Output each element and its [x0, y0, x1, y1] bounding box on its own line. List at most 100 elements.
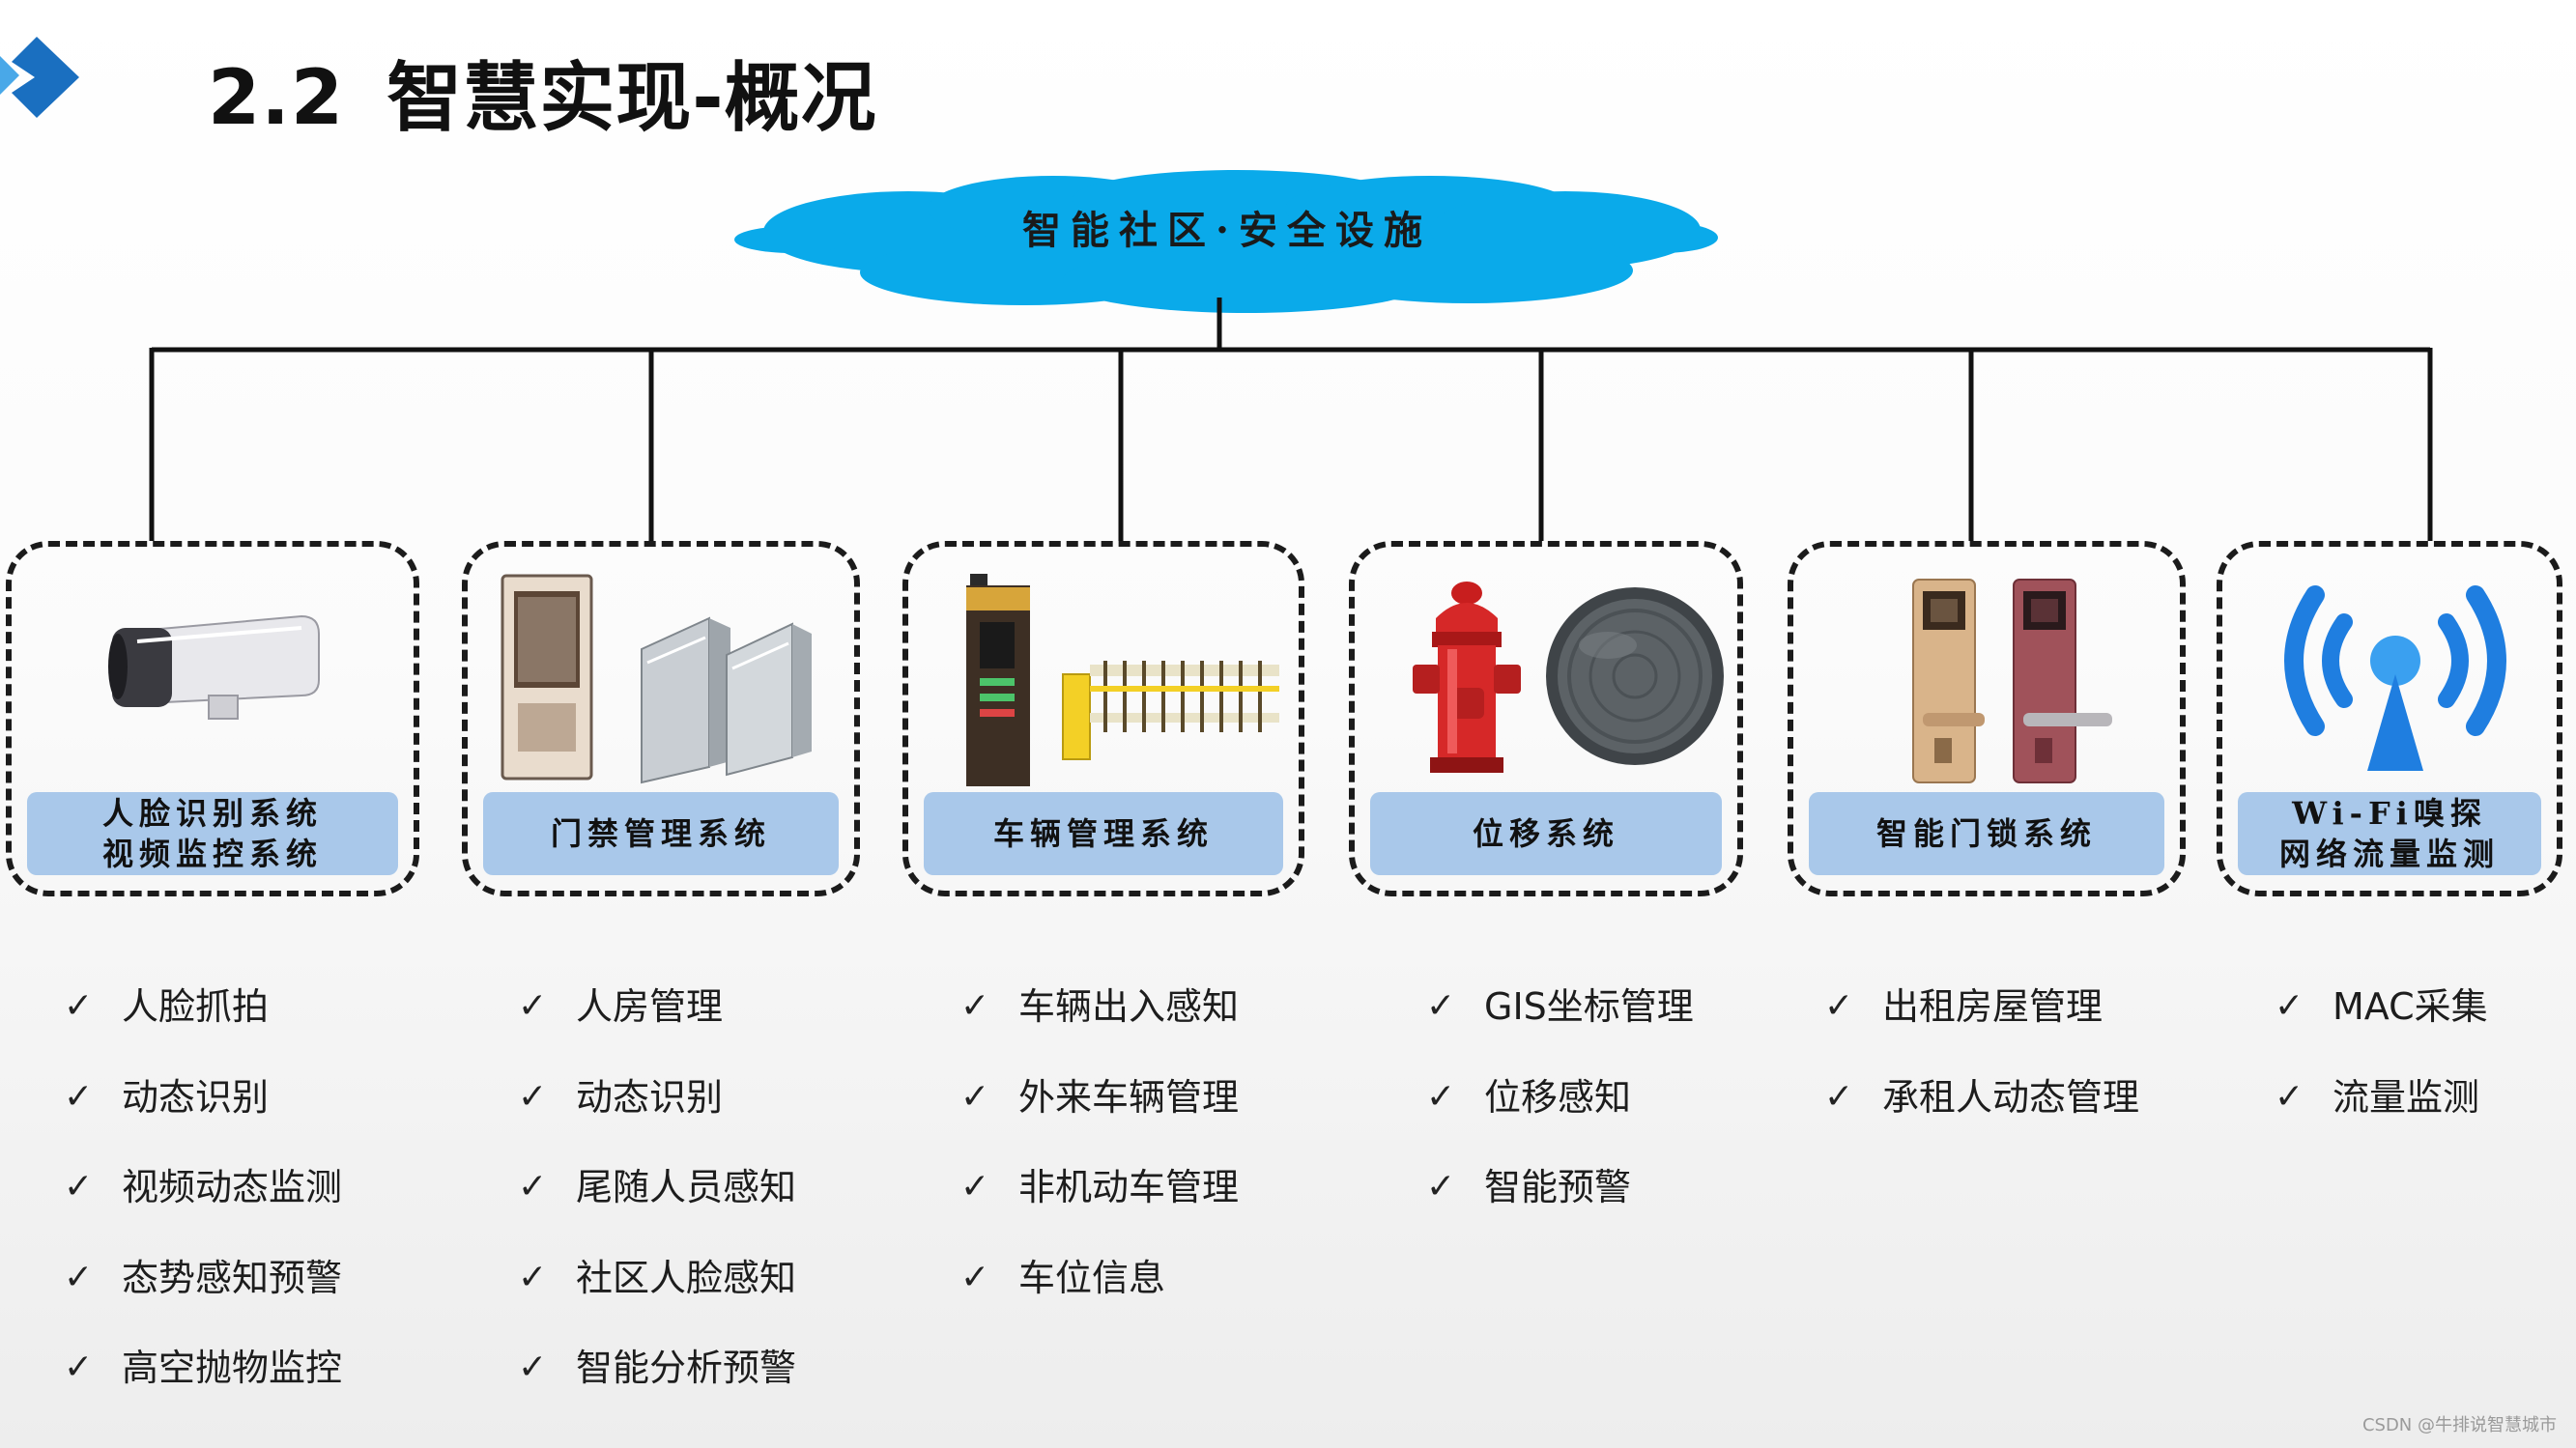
feature-list-vehicle: ✓ 车辆出入感知 ✓ 外来车辆管理 ✓ 非机动车管理 ✓ 车位信息 [960, 981, 1239, 1343]
feature-item: ✓ 视频动态监测 [64, 1162, 342, 1253]
check-icon: ✓ [960, 1076, 990, 1117]
wifi-signal-icon [2284, 585, 2506, 771]
feature-item: ✓ 人房管理 [518, 981, 796, 1072]
module-displacement: 位移系统 [1349, 541, 1743, 896]
check-icon: ✓ [1824, 1076, 1854, 1117]
check-icon: ✓ [1426, 1167, 1456, 1207]
feature-text: 位移感知 [1484, 1075, 1632, 1119]
feature-text: 外来车辆管理 [1018, 1075, 1240, 1119]
module-label-line: 视频监控系统 [101, 836, 323, 872]
feature-text: 尾随人员感知 [576, 1166, 797, 1208]
feature-item: ✓动态识别 [518, 1072, 796, 1163]
feature-text: MAC采集 [2333, 985, 2488, 1028]
feature-item: ✓ 高空抛物监控 [64, 1343, 342, 1434]
feature-item: ✓ 智能分析预警 [518, 1343, 796, 1434]
feature-item: ✓ 非机动车管理 [960, 1162, 1239, 1253]
smart-lock-gold-icon [1912, 579, 1985, 783]
feature-text: 车辆出入感知 [1018, 985, 1240, 1028]
module-vehicle: 车辆管理系统 [902, 541, 1304, 896]
smart-lock-red-icon [2013, 579, 2112, 783]
check-icon: ✓ [518, 986, 548, 1026]
feature-text: 人房管理 [576, 985, 724, 1028]
access-terminal-icon [501, 574, 593, 781]
check-icon: ✓ [518, 1076, 548, 1117]
check-icon: ✓ [2275, 986, 2304, 1026]
check-icon: ✓ [64, 1348, 94, 1387]
bullet-camera-icon [108, 614, 320, 720]
fire-hydrant-icon [1413, 582, 1521, 773]
feature-text: 社区人脸感知 [576, 1256, 797, 1299]
feature-list-access-control: ✓ 人房管理 ✓动态识别 ✓ 尾随人员感知 ✓ 社区人脸感知 ✓ 智能分析预警 [518, 981, 796, 1434]
feature-text: 动态识别 [122, 1075, 270, 1119]
feature-text: 视频动态监测 [122, 1166, 343, 1208]
check-icon: ✓ [518, 1348, 548, 1387]
module-wifi: Wi-Fi嗅探 网络流量监测 [2217, 541, 2562, 896]
module-label-line: 位移系统 [1472, 815, 1619, 852]
check-icon: ✓ [1426, 1076, 1456, 1117]
module-label-line: 车辆管理系统 [992, 815, 1214, 852]
root-node-label: 智能社区·安全设施 [1022, 208, 1432, 253]
module-label-vehicle: 车辆管理系统 [924, 792, 1283, 875]
module-label-line: Wi-Fi嗅探 [2292, 795, 2487, 832]
feature-item: ✓ 车位信息 [960, 1253, 1239, 1344]
feature-item: ✓ 承租人动态管理 [1824, 1072, 2139, 1163]
check-icon: ✓ [1824, 986, 1854, 1026]
module-label-line: 网络流量监测 [2278, 836, 2500, 872]
turnstile-gate-icon [641, 616, 812, 784]
check-icon: ✓ [1426, 986, 1456, 1026]
root-cloud-shape [734, 170, 1718, 313]
feature-text: 承租人动态管理 [1882, 1075, 2140, 1119]
feature-item: ✓ 社区人脸感知 [518, 1253, 796, 1344]
parking-kiosk-icon [966, 574, 1030, 786]
title-number: 2.2 [208, 55, 345, 142]
module-smart-lock: 智能门锁系统 [1788, 541, 2186, 896]
diamond-logo-icon [0, 37, 79, 118]
module-label-face-video: 人脸识别系统 视频监控系统 [27, 792, 398, 875]
check-icon: ✓ [518, 1257, 548, 1297]
feature-list-wifi: ✓ MAC采集 ✓ 流量监测 [2275, 981, 2488, 1162]
module-label-access-control: 门禁管理系统 [483, 792, 839, 875]
feature-text: 智能分析预警 [576, 1347, 797, 1389]
check-icon: ✓ [960, 986, 990, 1026]
feature-list-smart-lock: ✓ 出租房屋管理 ✓ 承租人动态管理 [1824, 981, 2139, 1162]
feature-item: ✓ 出租房屋管理 [1824, 981, 2139, 1072]
module-label-line: 人脸识别系统 [101, 795, 323, 832]
feature-item: ✓ MAC采集 [2275, 981, 2488, 1072]
feature-item: ✓ 人脸抓拍 [64, 981, 342, 1072]
check-icon: ✓ [64, 1167, 94, 1207]
feature-item: ✓ 智能预警 [1426, 1162, 1694, 1253]
module-label-smart-lock: 智能门锁系统 [1809, 792, 2164, 875]
check-icon: ✓ [2275, 1076, 2304, 1117]
check-icon: ✓ [64, 986, 94, 1026]
feature-item: ✓ 尾随人员感知 [518, 1162, 796, 1253]
module-label-line: 门禁管理系统 [550, 815, 771, 852]
feature-list-face-video: ✓人脸抓拍 ✓动态识别 ✓视频动态监测 ✓态势感知预警 ✓高空抛物监控 [64, 981, 342, 1434]
feature-text: 非机动车管理 [1018, 1166, 1240, 1208]
module-label-line: 智能门锁系统 [1875, 815, 2097, 852]
feature-item: ✓ 位移感知 [1426, 1072, 1694, 1163]
check-icon: ✓ [64, 1257, 94, 1297]
module-access-control: 门禁管理系统 [462, 541, 860, 896]
feature-text: 流量监测 [2333, 1075, 2480, 1119]
feature-text: 智能预警 [1484, 1166, 1632, 1208]
feature-text: GIS坐标管理 [1484, 985, 1694, 1028]
feature-item: ✓ 外来车辆管理 [960, 1072, 1239, 1163]
feature-item: ✓态势感知预警 [64, 1253, 342, 1344]
manhole-cover-icon [1546, 587, 1724, 765]
page-title: 2.2 智慧实现-概况 [208, 50, 877, 147]
barrier-gate-icon [1062, 661, 1279, 760]
feature-item: ✓动态识别 [64, 1072, 342, 1163]
feature-text: 高空抛物监控 [122, 1347, 343, 1389]
feature-list-displacement: ✓ GIS坐标管理 ✓ 位移感知 ✓ 智能预警 [1426, 981, 1694, 1253]
module-face-video: 人脸识别系统 视频监控系统 [6, 541, 419, 896]
feature-text: 车位信息 [1018, 1256, 1166, 1299]
check-icon: ✓ [518, 1167, 548, 1207]
title-text: 智慧实现-概况 [386, 55, 877, 142]
module-label-displacement: 位移系统 [1370, 792, 1722, 875]
module-label-wifi: Wi-Fi嗅探 网络流量监测 [2238, 792, 2541, 875]
feature-text: 出租房屋管理 [1882, 985, 2104, 1028]
check-icon: ✓ [960, 1167, 990, 1207]
check-icon: ✓ [960, 1257, 990, 1297]
feature-item: ✓ 流量监测 [2275, 1072, 2488, 1163]
feature-text: 人脸抓拍 [122, 985, 270, 1028]
